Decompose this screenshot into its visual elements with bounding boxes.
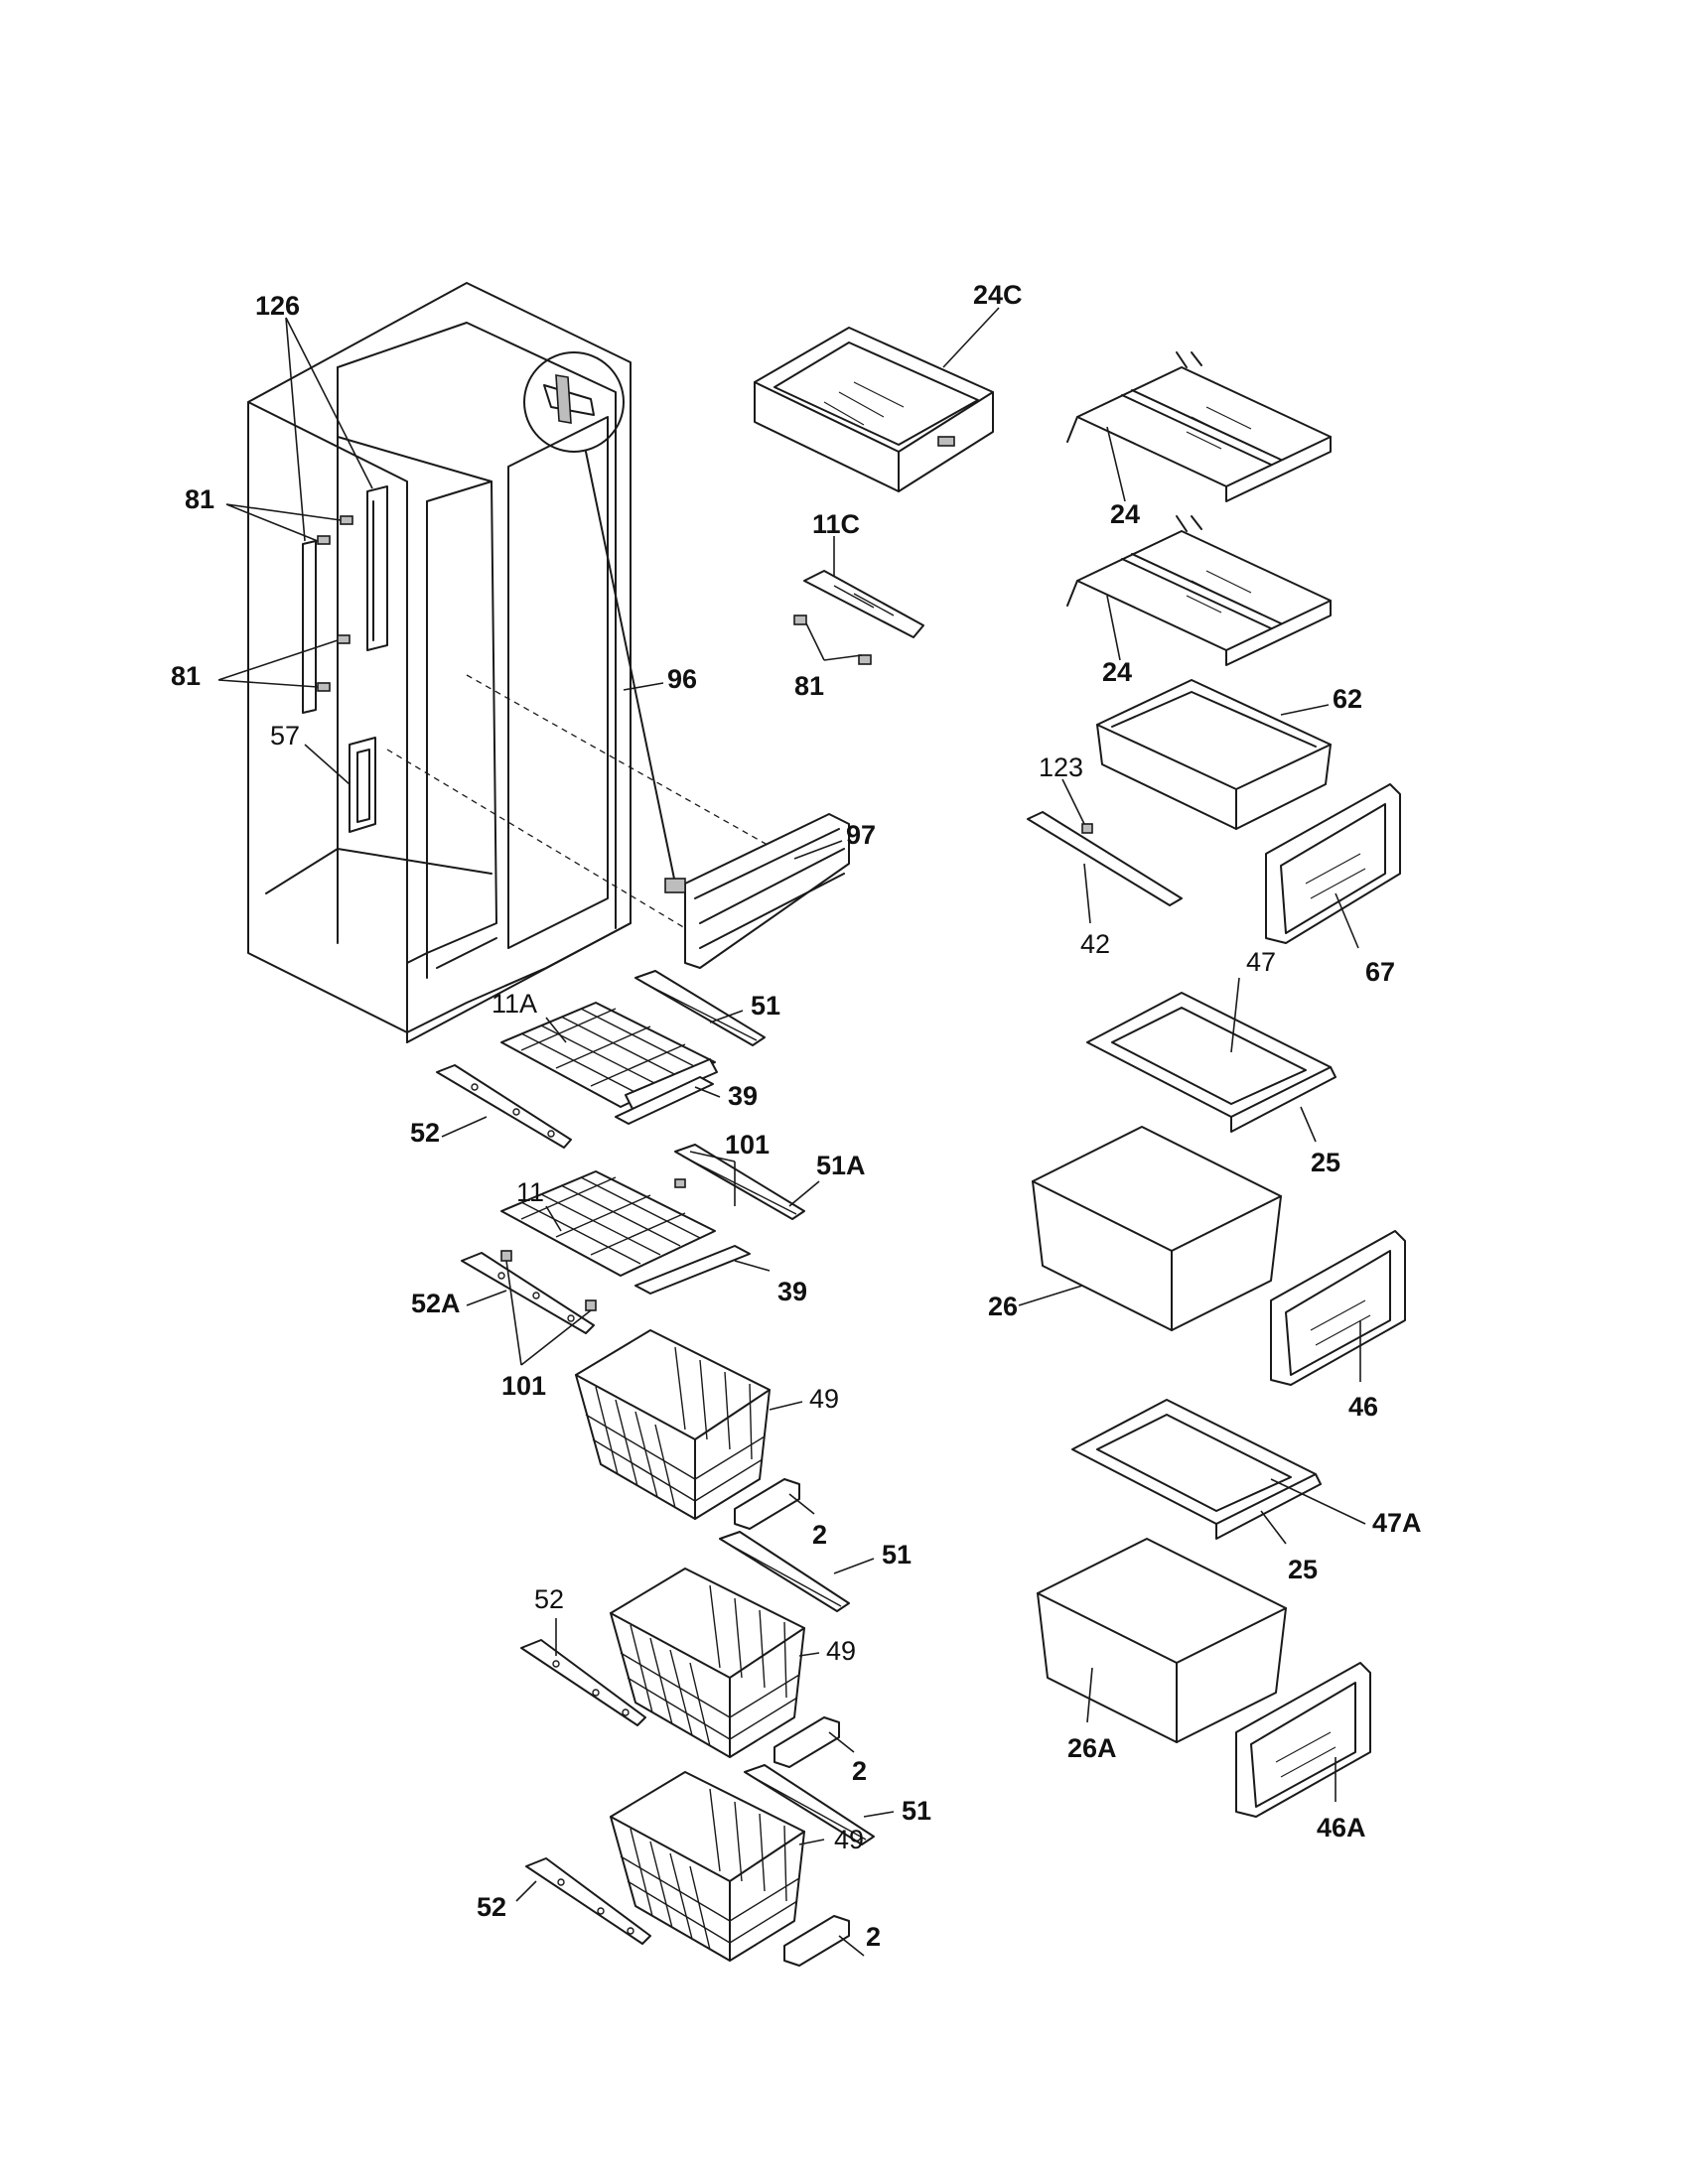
wire-basket-49-c bbox=[610, 1771, 805, 1962]
label-25-b: 25 bbox=[1288, 1555, 1318, 1584]
glass-shelf-24-a bbox=[1066, 351, 1332, 502]
slide-rail-51-top bbox=[634, 970, 766, 1046]
label-24C: 24C bbox=[973, 280, 1023, 310]
crisper-cover-47A bbox=[1071, 1399, 1322, 1540]
leader-lines bbox=[217, 307, 1366, 1957]
label-49-b: 49 bbox=[826, 1636, 856, 1666]
label-57: 57 bbox=[270, 721, 300, 751]
label-51-c: 51 bbox=[902, 1796, 931, 1826]
label-81-b: 81 bbox=[171, 661, 201, 691]
label-52-c: 52 bbox=[477, 1892, 506, 1922]
crisper-pan-26 bbox=[1032, 1126, 1282, 1331]
label-47A: 47A bbox=[1372, 1508, 1422, 1538]
label-62: 62 bbox=[1333, 684, 1362, 714]
label-49-c: 49 bbox=[834, 1825, 864, 1854]
wire-basket-49-a bbox=[575, 1329, 771, 1520]
label-101-b: 101 bbox=[501, 1371, 546, 1401]
glass-shelf-24C bbox=[754, 327, 994, 492]
label-51-a: 51 bbox=[751, 991, 780, 1021]
label-11: 11 bbox=[516, 1177, 544, 1207]
crisper-pan-26A bbox=[1037, 1538, 1287, 1743]
label-26A: 26A bbox=[1067, 1733, 1117, 1763]
label-123: 123 bbox=[1039, 752, 1083, 782]
label-39-b: 39 bbox=[777, 1277, 807, 1306]
part-labels: 126 81 81 57 96 97 24C 11C 81 24 24 62 1… bbox=[171, 280, 1422, 1952]
shelf-support-11C bbox=[793, 570, 924, 665]
label-2-c: 2 bbox=[866, 1922, 881, 1952]
label-81-c: 81 bbox=[794, 671, 824, 701]
crisper-front-46 bbox=[1270, 1230, 1406, 1386]
label-52-a: 52 bbox=[410, 1118, 440, 1148]
label-52A: 52A bbox=[411, 1289, 461, 1318]
bracket-52A bbox=[461, 1178, 686, 1334]
label-81-a: 81 bbox=[185, 484, 214, 514]
label-26: 26 bbox=[988, 1292, 1018, 1321]
label-52-b: 52 bbox=[534, 1584, 564, 1614]
slide-rail-39-lower bbox=[634, 1245, 751, 1295]
label-2-a: 2 bbox=[812, 1520, 827, 1550]
label-46: 46 bbox=[1348, 1392, 1378, 1422]
bracket-52-c bbox=[525, 1857, 651, 1945]
slide-rail-51A bbox=[674, 1144, 805, 1220]
slide-rail-51-b bbox=[719, 1531, 850, 1612]
label-126: 126 bbox=[255, 291, 300, 321]
crisper-front-46A bbox=[1235, 1662, 1371, 1818]
label-24-b: 24 bbox=[1102, 657, 1132, 687]
label-51-b: 51 bbox=[882, 1540, 912, 1570]
crisper-cover-47 bbox=[1086, 992, 1336, 1133]
slide-rail-39-top bbox=[615, 1076, 714, 1125]
basket-cover-2-c bbox=[783, 1915, 850, 1967]
label-11C: 11C bbox=[812, 509, 860, 539]
wire-basket-49-b bbox=[610, 1568, 805, 1758]
glass-shelf-24-b bbox=[1066, 515, 1332, 666]
trim-42 bbox=[1027, 811, 1183, 906]
label-96: 96 bbox=[667, 664, 697, 694]
slide-rail-51-c bbox=[744, 1764, 875, 1845]
label-11A: 11A bbox=[492, 989, 537, 1019]
label-67: 67 bbox=[1365, 957, 1395, 987]
air-diffuser-housing bbox=[664, 813, 850, 969]
label-25-a: 25 bbox=[1311, 1148, 1340, 1177]
label-51A: 51A bbox=[816, 1151, 866, 1180]
damper-magnifier bbox=[523, 351, 676, 885]
label-97: 97 bbox=[846, 820, 876, 850]
label-39-a: 39 bbox=[728, 1081, 758, 1111]
bracket-52-b bbox=[520, 1639, 646, 1726]
label-42: 42 bbox=[1080, 929, 1110, 959]
basket-cover-2-b bbox=[774, 1716, 840, 1768]
bin-62 bbox=[1096, 679, 1332, 830]
bin-front-67 bbox=[1265, 783, 1401, 944]
label-101-a: 101 bbox=[725, 1130, 770, 1160]
refrigerator-cabinet bbox=[247, 282, 775, 1043]
bracket-52-top bbox=[436, 1064, 572, 1149]
label-46A: 46A bbox=[1317, 1813, 1366, 1843]
basket-cover-2-a bbox=[734, 1478, 800, 1530]
wire-shelf-11 bbox=[500, 1170, 716, 1277]
label-47: 47 bbox=[1246, 947, 1276, 977]
label-49-a: 49 bbox=[809, 1384, 839, 1414]
label-2-b: 2 bbox=[852, 1756, 867, 1786]
label-24-a: 24 bbox=[1110, 499, 1140, 529]
